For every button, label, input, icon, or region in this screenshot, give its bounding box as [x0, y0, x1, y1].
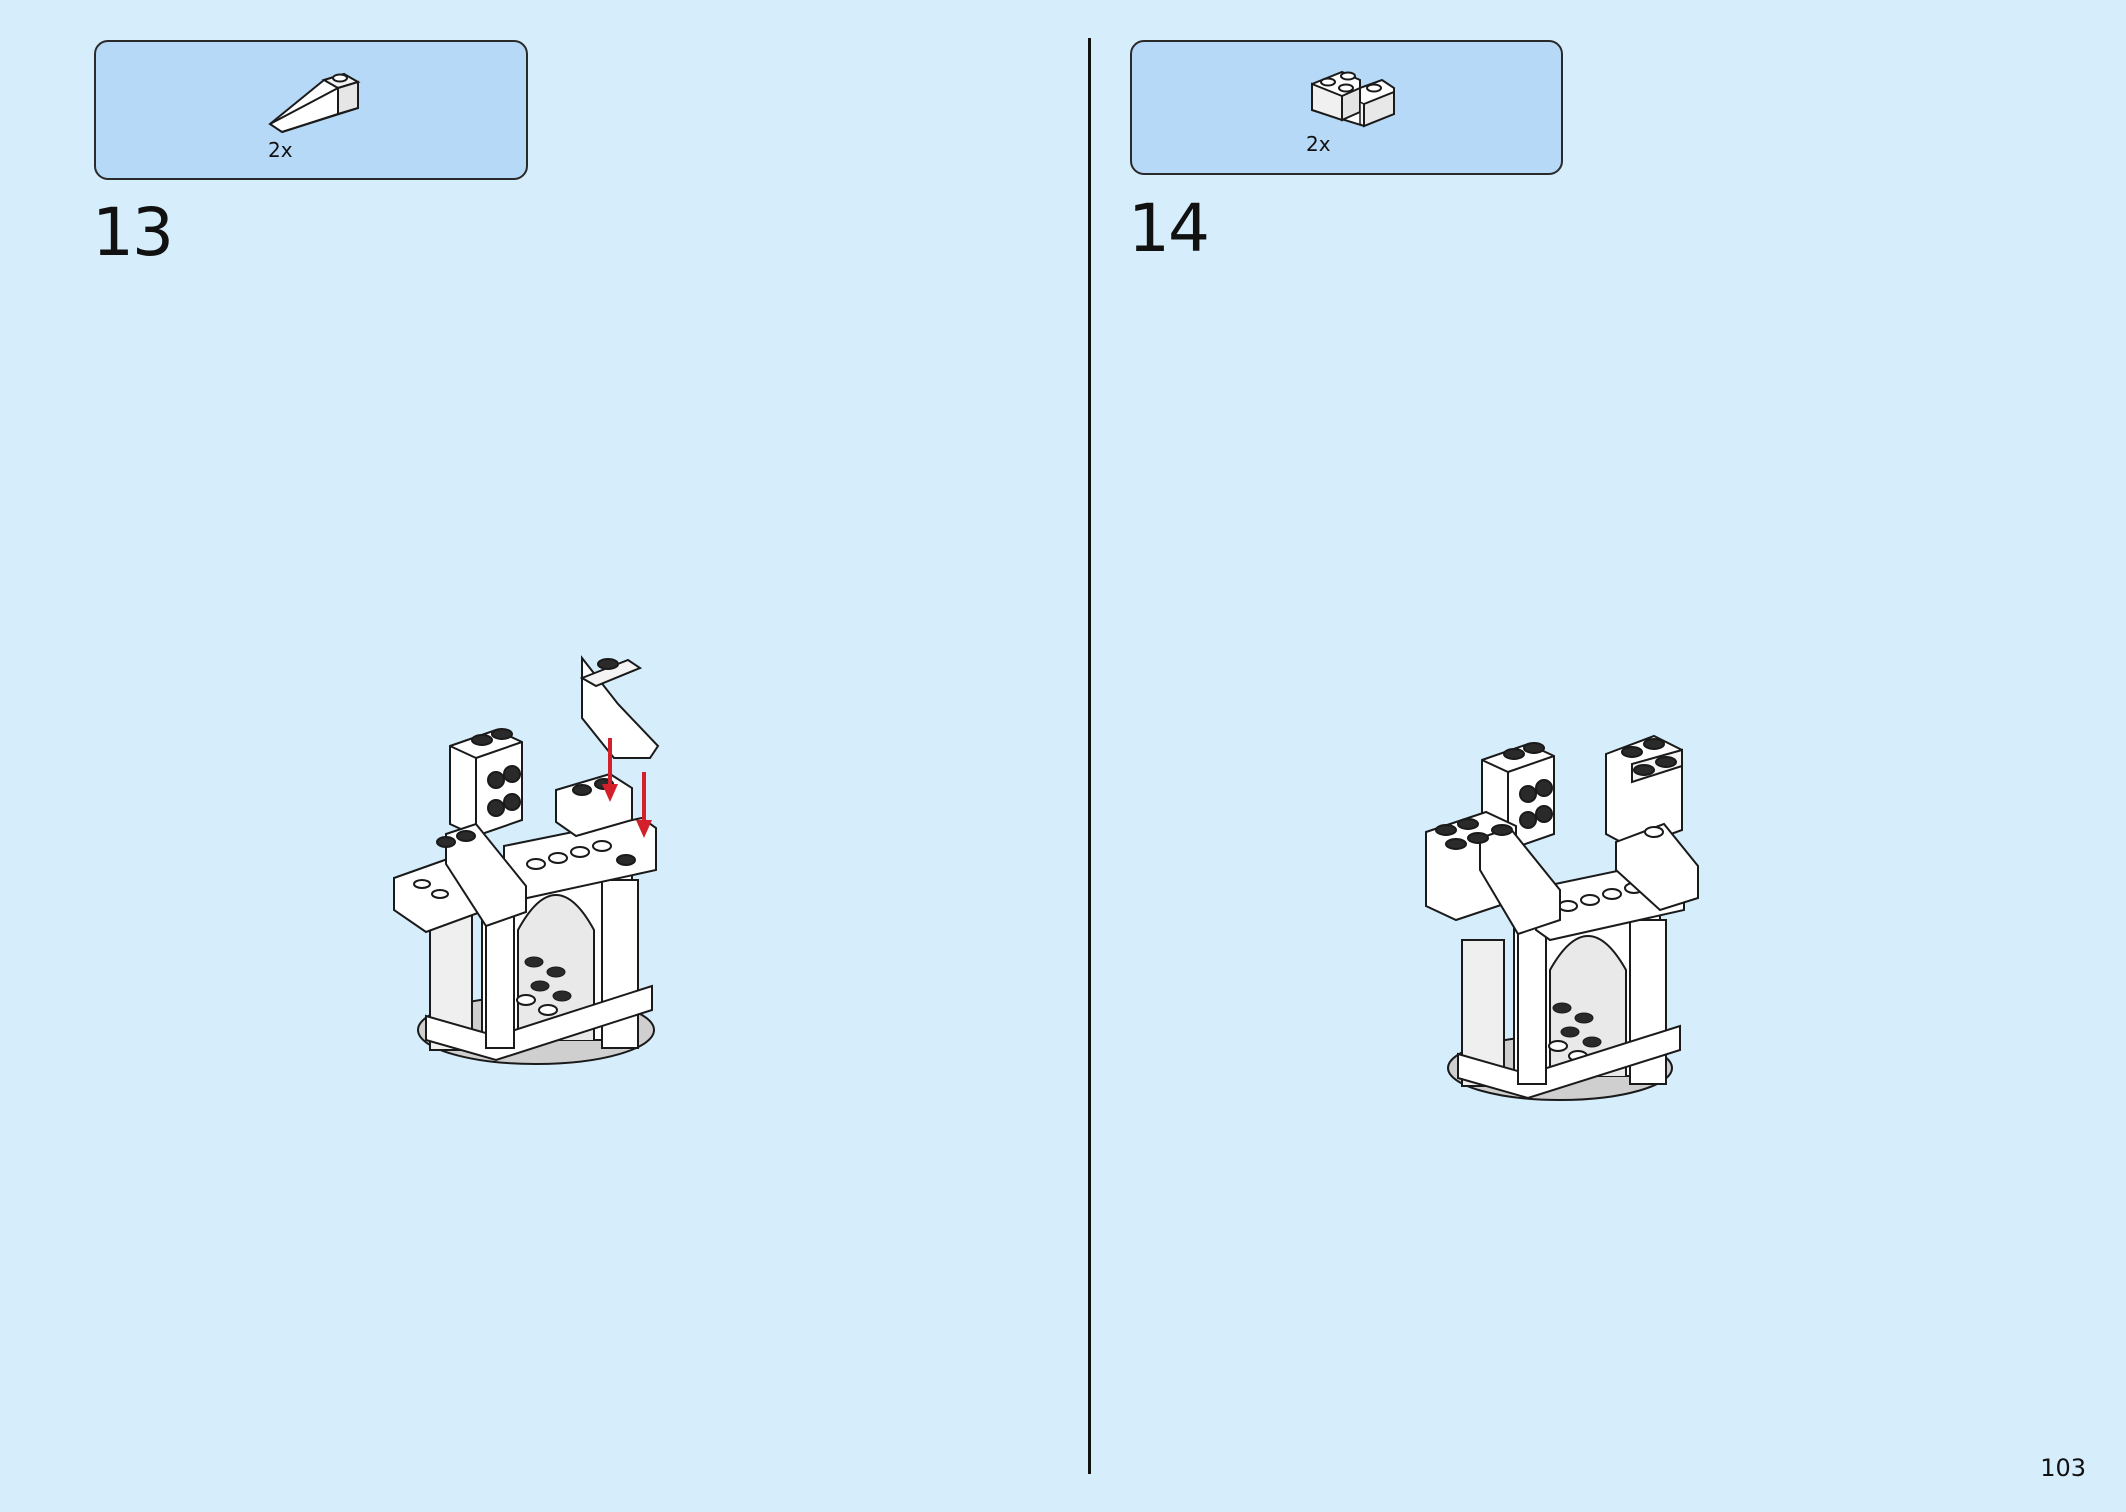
page-divider	[1088, 38, 1091, 1474]
corner-brick-icon	[1311, 70, 1395, 128]
assembly-illustration-step-14	[1425, 734, 1699, 1101]
step-number: 13	[92, 194, 174, 271]
slope-brick-icon	[268, 72, 361, 134]
parts-callout-step-13: 2x	[94, 40, 528, 180]
quantity-label: 2x	[268, 138, 293, 162]
quantity-label: 2x	[1306, 132, 1331, 156]
assembly-illustration-step-13	[393, 655, 660, 1065]
page-number: 103	[2040, 1454, 2086, 1482]
step-number: 14	[1128, 190, 1210, 267]
parts-callout-step-14: 2x	[1130, 40, 1563, 175]
